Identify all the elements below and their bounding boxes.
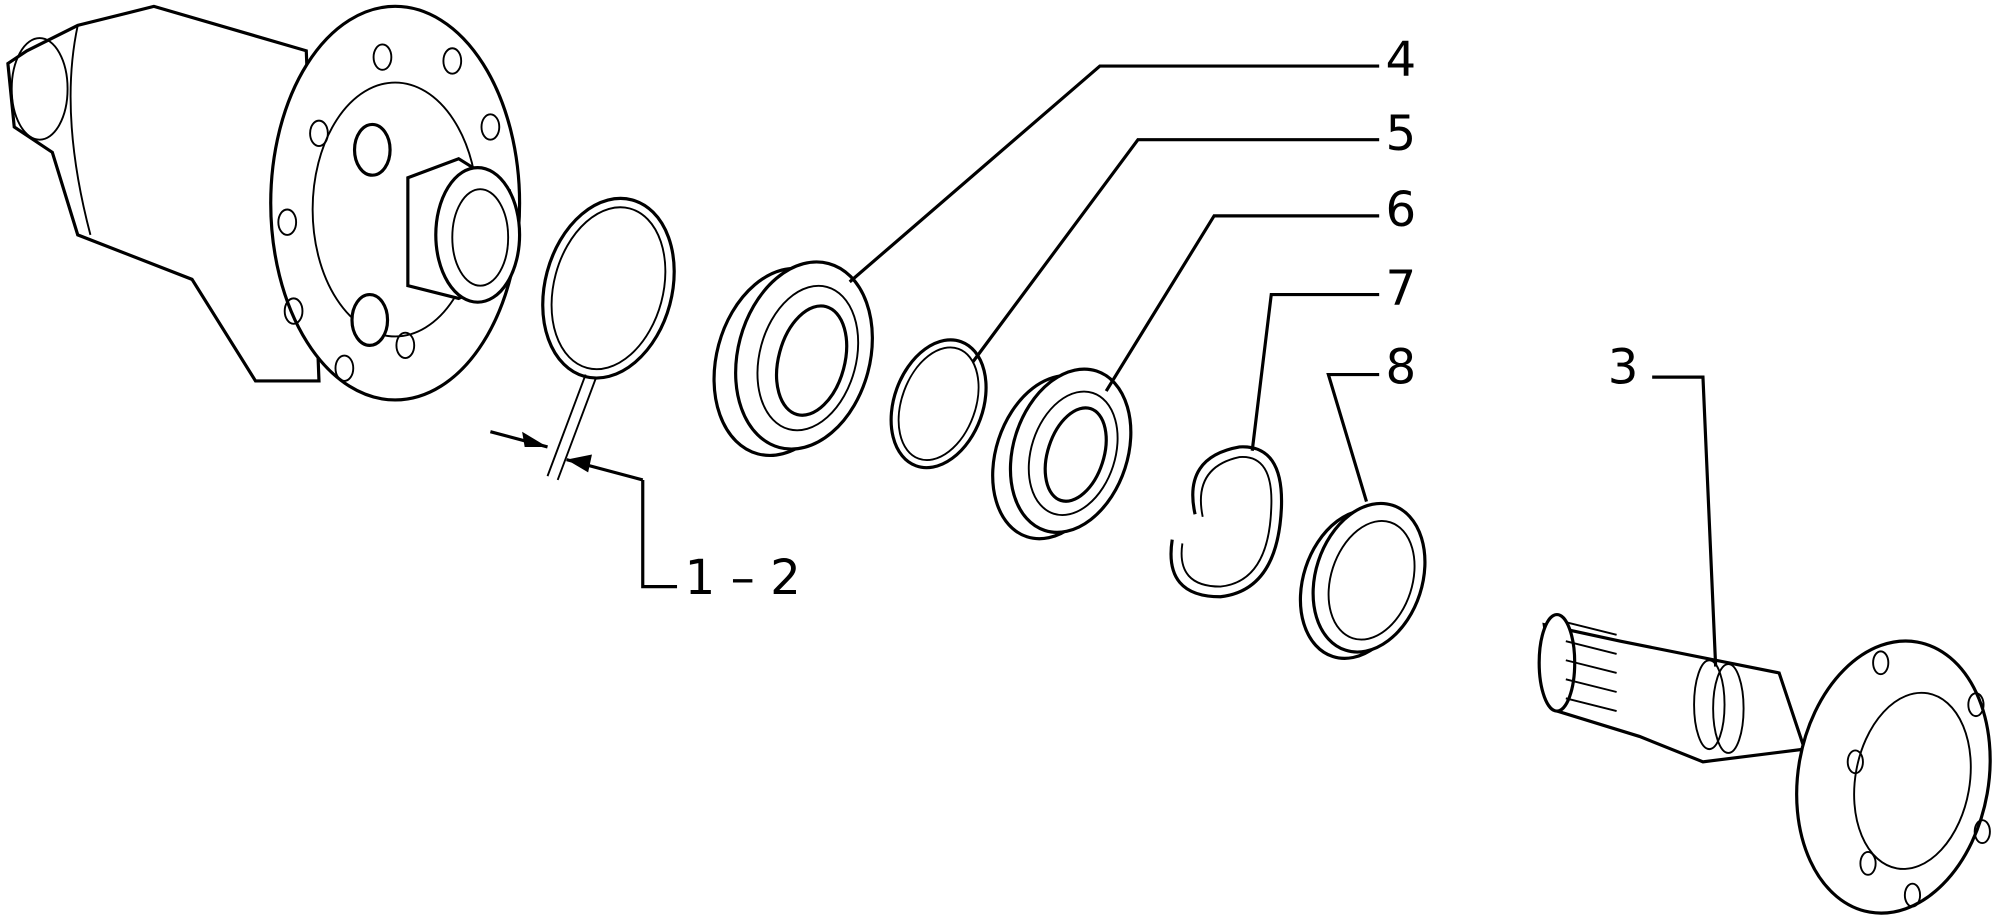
seal-8	[1298, 501, 1427, 660]
leader-lines	[848, 64, 1718, 667]
callout-8: 8	[1386, 339, 1417, 395]
bearing-6	[991, 367, 1133, 541]
callout-6: 6	[1386, 182, 1417, 238]
snap-ring-5	[889, 338, 988, 470]
callout-7: 7	[1386, 261, 1417, 317]
differential-housing	[6, 4, 522, 402]
callout-4: 4	[1386, 32, 1417, 88]
shim-ring	[489, 196, 678, 589]
bearing-4	[712, 260, 874, 458]
callout-5: 5	[1386, 106, 1417, 162]
circlip-7	[1169, 445, 1284, 599]
output-shaft-3	[1537, 612, 1992, 915]
callout-3: 3	[1608, 339, 1639, 395]
callout-1-2: 1 – 2	[685, 550, 801, 606]
